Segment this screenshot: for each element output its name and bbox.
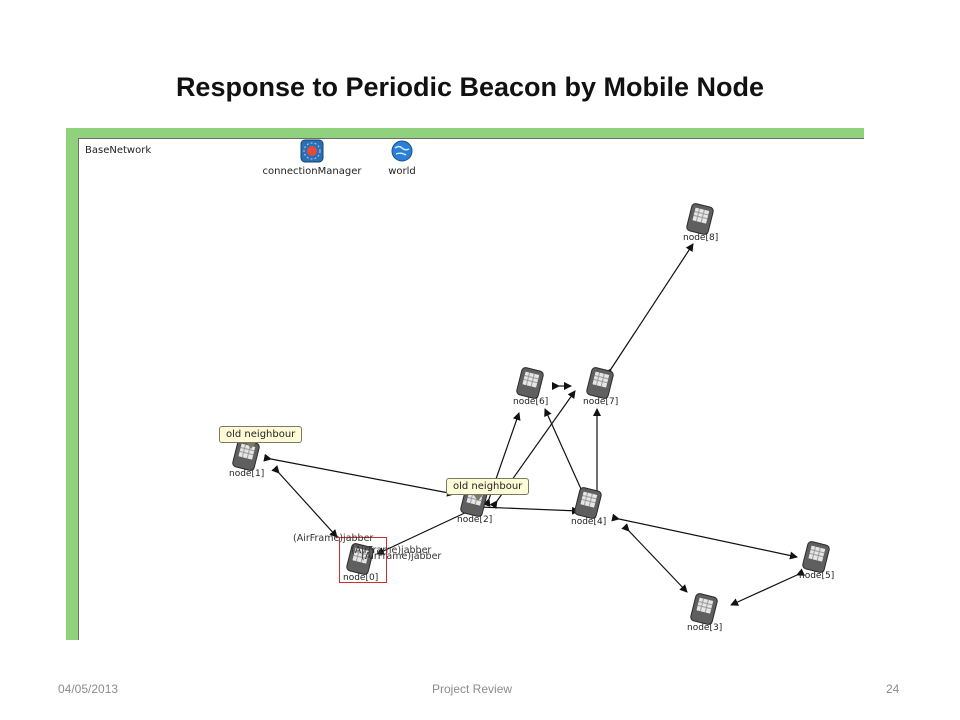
network-node[interactable]: node[5] xyxy=(795,541,851,589)
node-label: node[2] xyxy=(457,515,493,525)
pda-device-icon xyxy=(586,367,614,399)
network-node[interactable]: node[7] xyxy=(579,367,635,415)
connection-manager-module[interactable]: connectionManager xyxy=(257,139,367,177)
module-label: connectionManager xyxy=(262,166,362,177)
footer-date: 04/05/2013 xyxy=(58,682,119,696)
network-node[interactable]: node[4] xyxy=(567,487,623,535)
pda-device-icon xyxy=(516,367,544,399)
world-module[interactable]: world xyxy=(377,139,427,177)
network-node[interactable]: node[3] xyxy=(683,593,739,640)
edge-node4-node5 xyxy=(611,513,798,560)
edge-node5-node3 xyxy=(730,568,806,606)
selection-highlight xyxy=(339,537,387,583)
pda-device-icon xyxy=(802,541,830,573)
node-label: node[0] xyxy=(343,573,379,583)
network-node-selected[interactable]: node[0] xyxy=(339,543,395,591)
edge-node4-node6 xyxy=(544,408,588,498)
pda-device-icon xyxy=(690,593,718,625)
slide-title: Response to Periodic Beacon by Mobile No… xyxy=(175,72,765,102)
old-neighbour-bubble: old neighbour xyxy=(219,426,303,449)
network-node[interactable]: node[6] xyxy=(509,367,565,415)
node-label: node[8] xyxy=(683,233,719,243)
edge-node1-node2 xyxy=(263,453,455,497)
footer-page-number: 24 xyxy=(886,682,900,696)
message-label: (AirFrame)jabber xyxy=(293,533,374,544)
node-label: node[5] xyxy=(799,571,835,581)
edge-node7-node8 xyxy=(603,243,694,378)
message-label: (AirFrame)jabber xyxy=(351,545,432,556)
edge-node4-node3 xyxy=(621,523,688,593)
old-neighbour-bubble: old neighbour xyxy=(446,478,530,501)
connection-edges xyxy=(263,243,806,606)
message-label: (AirFrame)jabber xyxy=(361,551,442,562)
network-canvas[interactable]: BaseNetwork connectionManager world xyxy=(66,128,864,640)
node-label: node[1] xyxy=(229,469,265,479)
network-name-label: BaseNetwork xyxy=(85,145,152,156)
edge-node1-node0 xyxy=(271,465,338,538)
module-label: world xyxy=(388,166,416,177)
node-label: node[3] xyxy=(687,623,723,633)
pda-device-icon xyxy=(574,487,602,519)
pda-device-icon xyxy=(686,203,714,235)
edge-node2-node0 xyxy=(376,504,478,555)
network-view[interactable]: BaseNetwork connectionManager world xyxy=(78,138,864,640)
pda-device-icon xyxy=(346,543,374,575)
node-label: node[7] xyxy=(583,397,619,407)
globe-icon xyxy=(391,140,413,162)
connection-manager-icon xyxy=(300,139,324,163)
node-label: node[6] xyxy=(513,397,549,407)
footer-center: Project Review xyxy=(432,682,513,696)
network-node[interactable]: node[8] xyxy=(679,203,735,251)
node-label: node[4] xyxy=(571,517,607,527)
